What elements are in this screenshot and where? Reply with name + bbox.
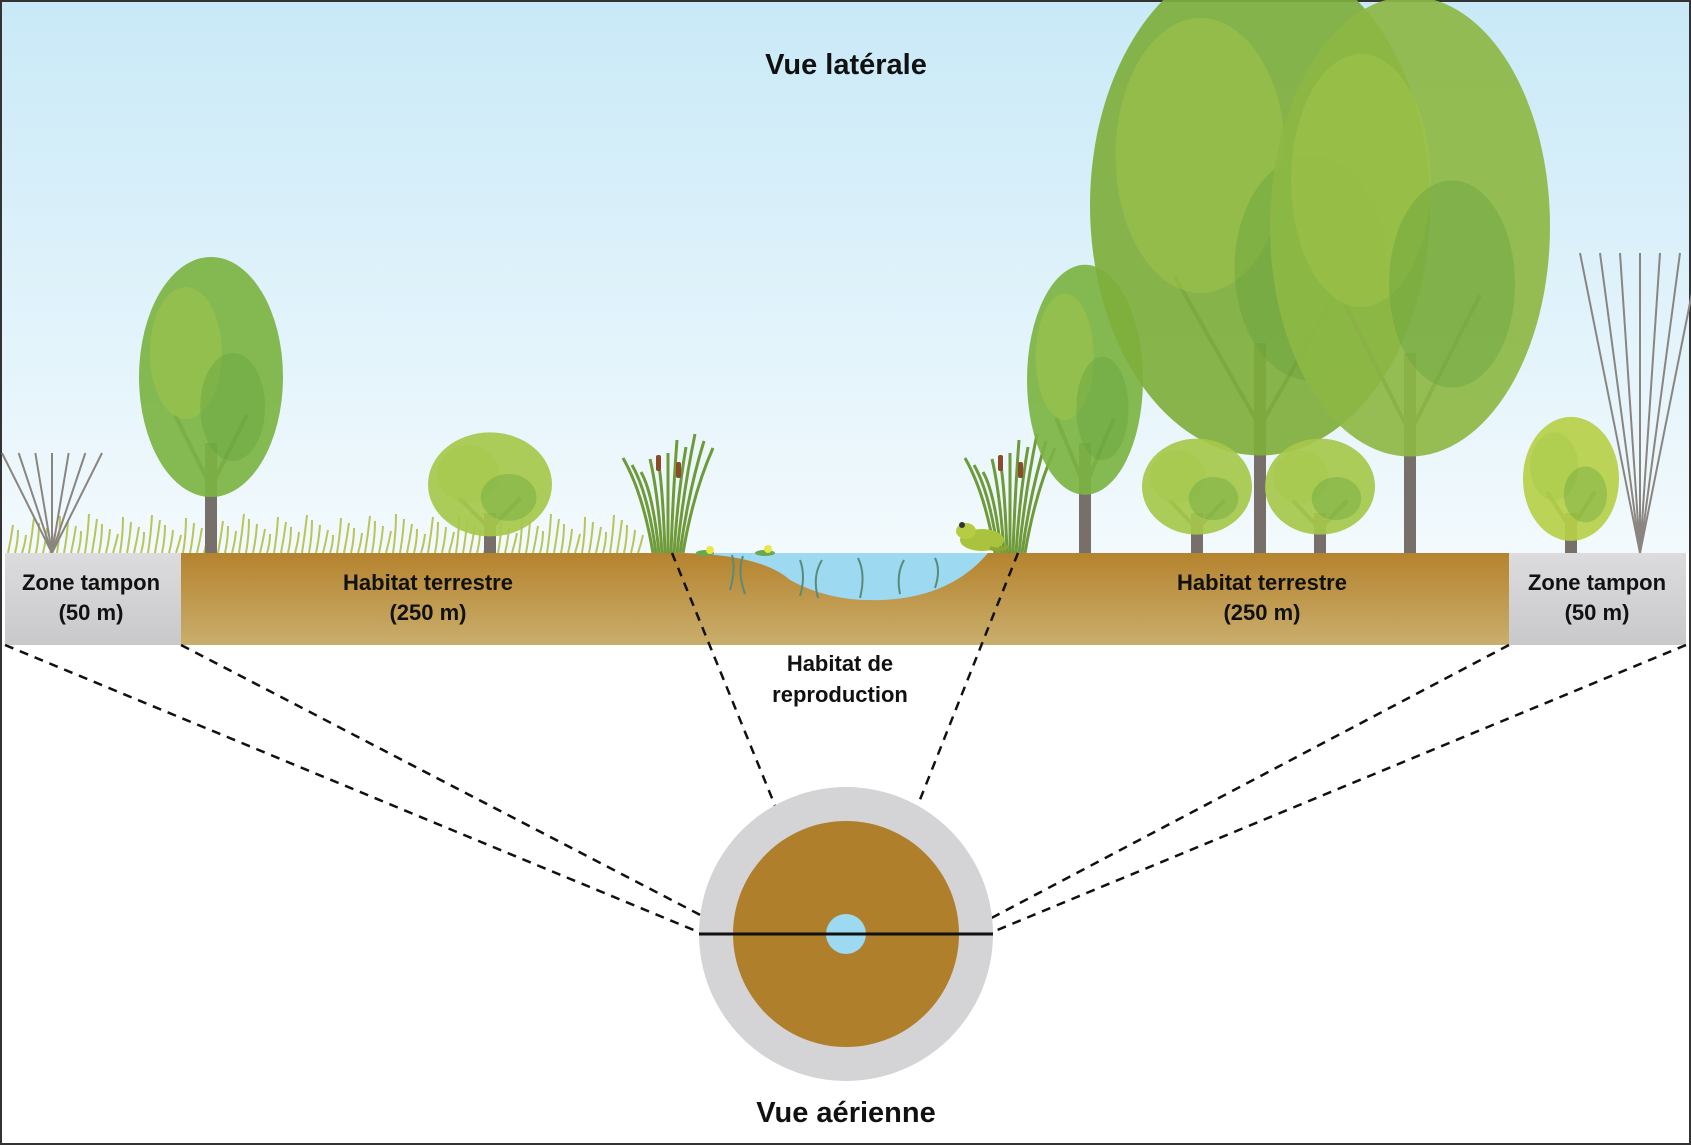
side-view-title: Vue latérale <box>765 49 927 81</box>
buffer-left-name: Zone tampon <box>22 570 160 595</box>
breeding-habitat-line2: reproduction <box>772 682 908 707</box>
cattail-icon-left <box>621 433 715 554</box>
tree-icon-large-2 <box>1270 0 1550 553</box>
buffer-zone-left-band <box>5 553 181 645</box>
shrub-icon-right-1 <box>1142 438 1252 553</box>
tree-icon-bare-right <box>1579 252 1691 554</box>
pond-water <box>672 553 988 601</box>
aerial-view-diagram <box>699 787 993 1081</box>
buffer-right-name: Zone tampon <box>1528 570 1666 595</box>
shrub-icon-right-3 <box>1523 416 1619 553</box>
terrestrial-left-name: Habitat terrestre <box>343 570 513 595</box>
frog-icon <box>956 522 1010 552</box>
aerial-view-title: Vue aérienne <box>756 1097 935 1129</box>
buffer-right-size: (50 m) <box>1565 600 1630 625</box>
terrestrial-right-name: Habitat terrestre <box>1177 570 1347 595</box>
terrestrial-left-size: (250 m) <box>389 600 466 625</box>
grass-icon <box>7 513 644 554</box>
shrub-icon-bare-left <box>1 452 103 554</box>
buffer-left-size: (50 m) <box>59 600 124 625</box>
shrub-icon-right-2 <box>1265 438 1375 553</box>
buffer-zone-right-band <box>1509 553 1686 645</box>
pond-plants <box>729 554 939 599</box>
lily-pad-icon <box>696 545 775 556</box>
terrestrial-right-size: (250 m) <box>1223 600 1300 625</box>
breeding-habitat-line1: Habitat de <box>787 651 893 676</box>
shrub-icon-left-mid <box>428 432 552 553</box>
tree-icon-left <box>139 257 283 553</box>
vegetation-layer <box>1 0 1691 554</box>
